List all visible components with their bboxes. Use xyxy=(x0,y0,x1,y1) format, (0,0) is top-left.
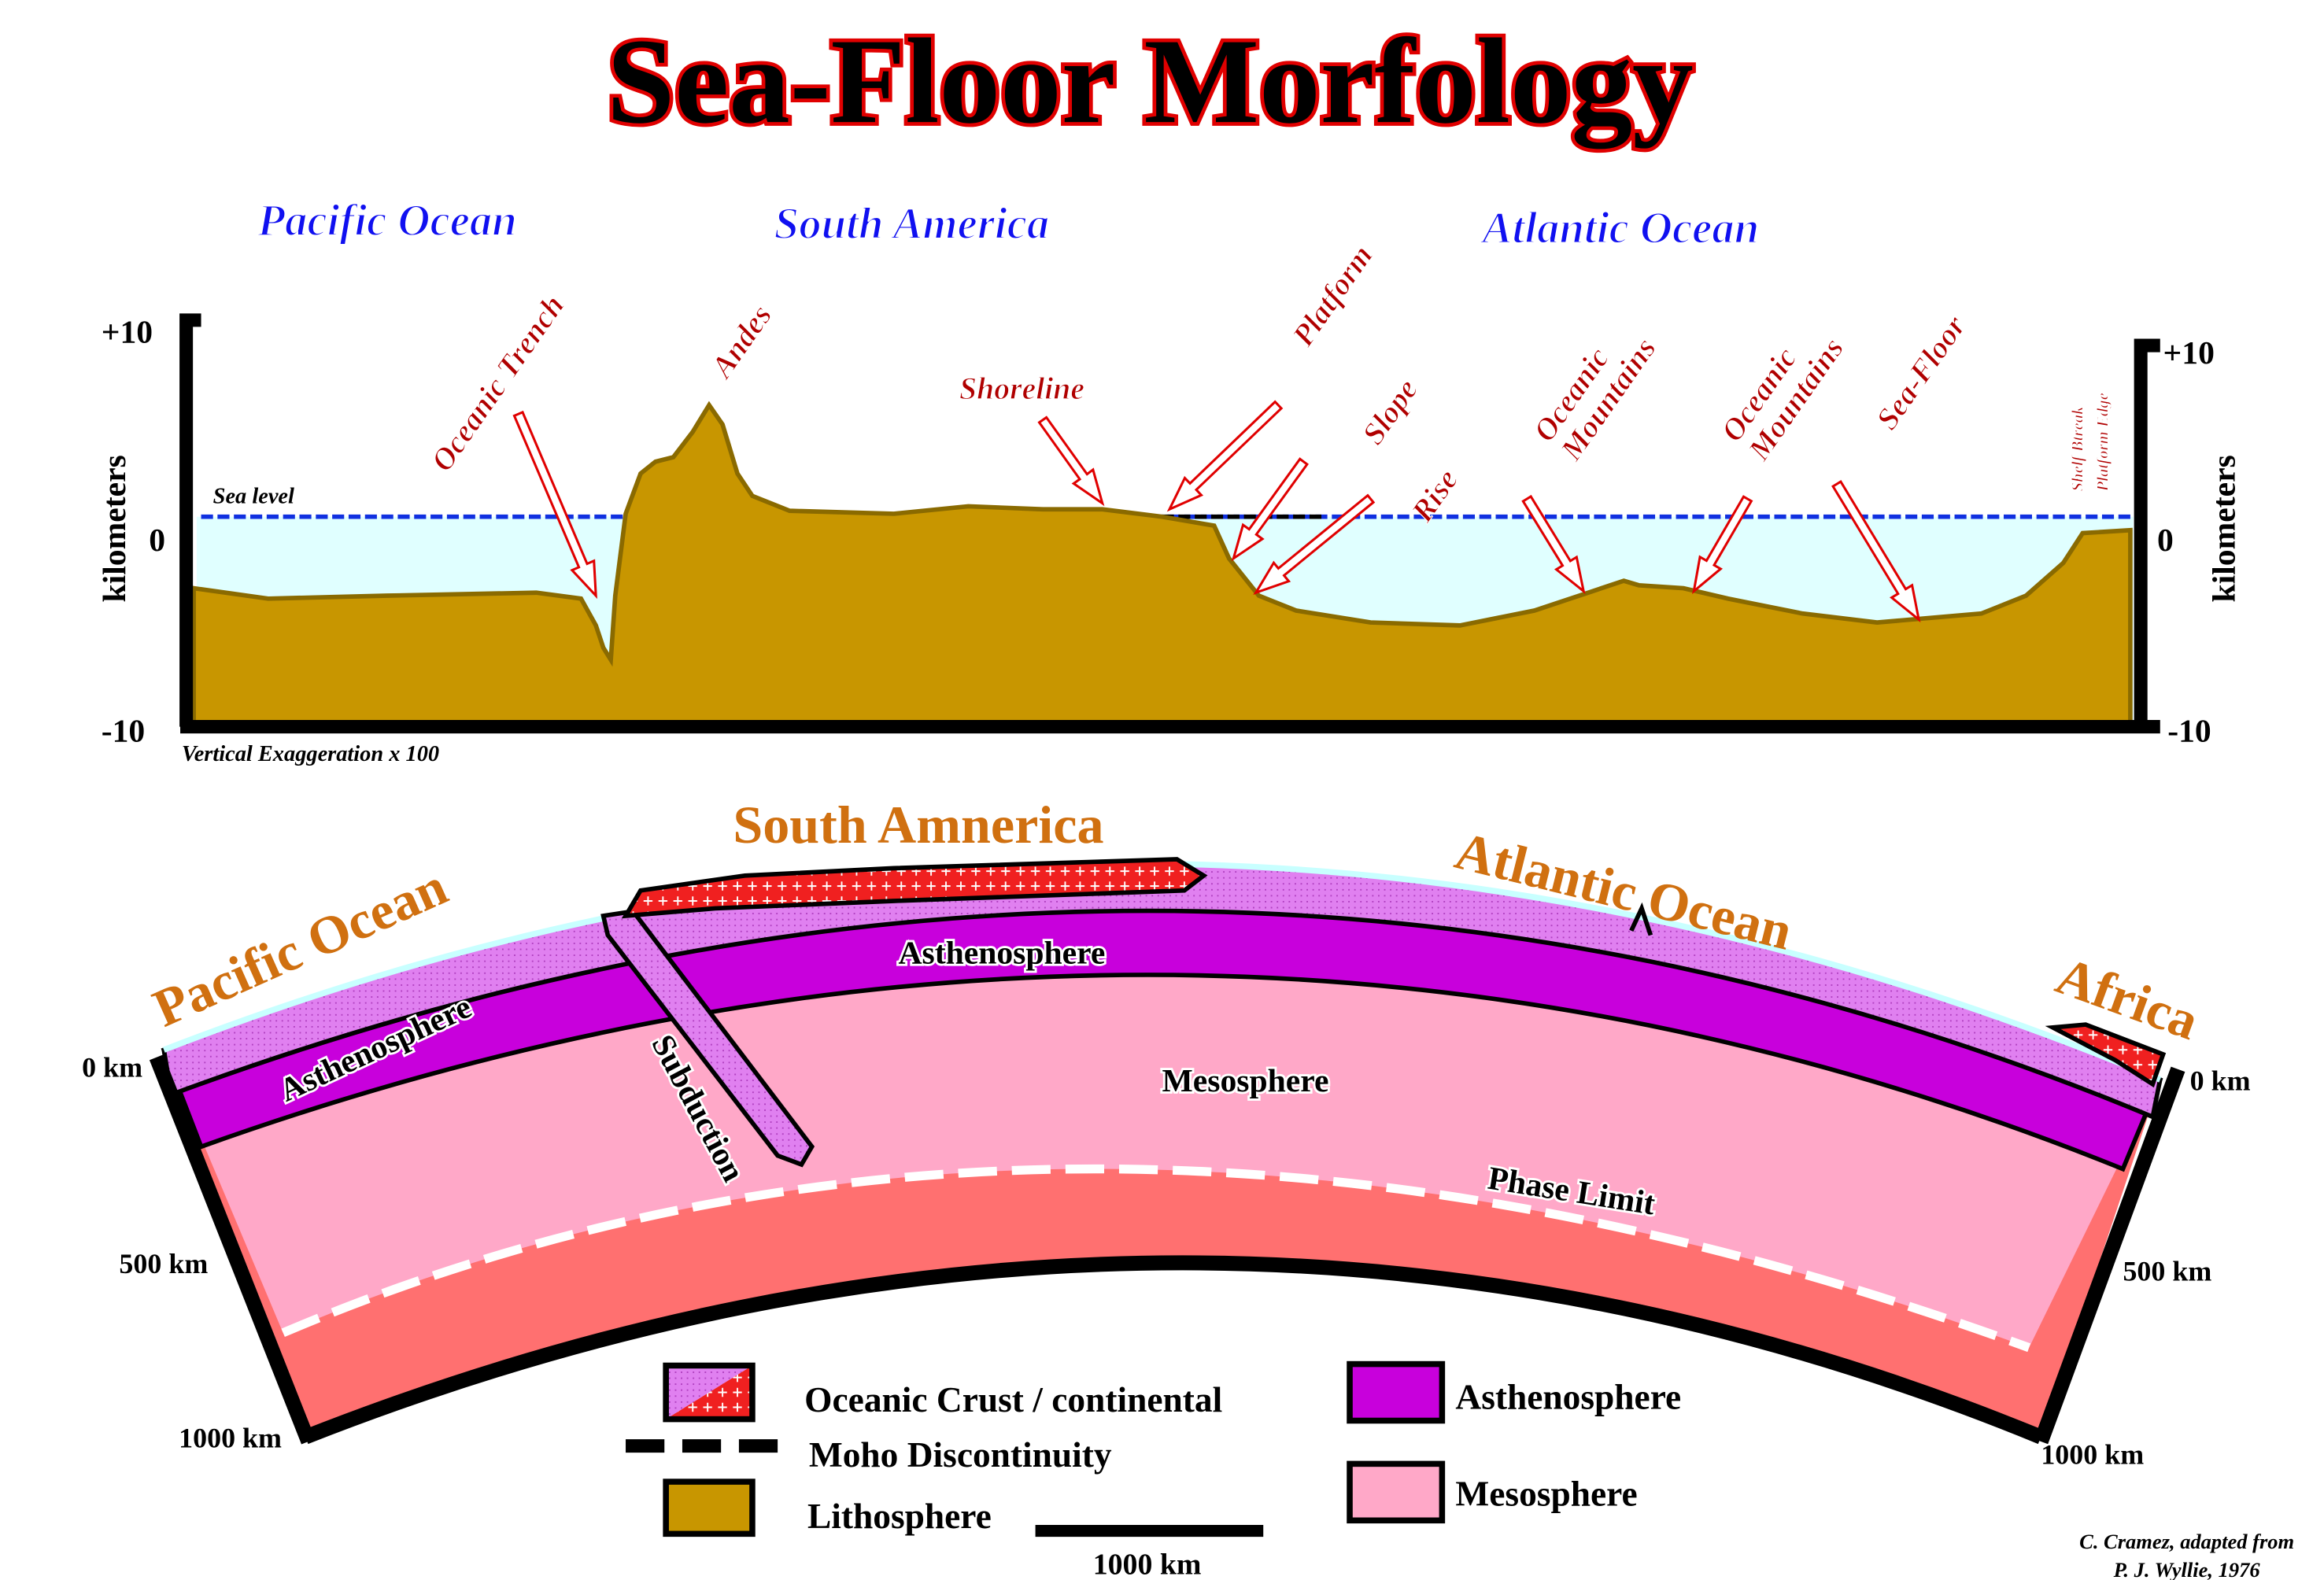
label-platform: Platform xyxy=(1285,238,1380,353)
label-andes: Andes xyxy=(703,298,778,386)
arrow-mountains-2 xyxy=(1692,495,1753,595)
arrow-trench xyxy=(512,410,597,600)
label-sea-floor: Sea-Floor xyxy=(1869,309,1972,436)
label-oceanic-mountains-2: OceanicMountains xyxy=(1714,312,1850,467)
label-shelf-break: Shelf Btreak xyxy=(2067,406,2086,492)
legend: Oceanic Crust / continental Moho Discont… xyxy=(626,1360,1681,1580)
legend-swatch-asthenosphere xyxy=(1347,1360,1446,1424)
lithosphere-profile xyxy=(191,401,2133,729)
depth-1000-left: 1000 km xyxy=(179,1423,282,1454)
arrow-mountains-1 xyxy=(1521,494,1586,595)
axis-label-right: kilometers xyxy=(2206,455,2242,602)
label-asthenosphere-center: Asthenosphere xyxy=(898,935,1105,971)
legend-label-mesosphere: Mesosphere xyxy=(1455,1474,1637,1513)
tick-left-zero: 0 xyxy=(149,522,165,559)
depth-500-left: 500 km xyxy=(119,1248,208,1279)
region-label-south-america: South America xyxy=(774,199,1050,249)
axis-label-left: kilometers xyxy=(97,455,133,602)
tick-right-top: +10 xyxy=(2163,335,2215,371)
depth-1000-right: 1000 km xyxy=(2041,1438,2144,1470)
section-left-edge xyxy=(149,1054,316,1445)
arrow-shoreline xyxy=(1037,415,1105,507)
tick-right-bottom: -10 xyxy=(2167,713,2211,749)
mid-atlantic-ridge xyxy=(1629,902,1653,936)
tick-left-bottom: -10 xyxy=(102,713,146,749)
label-slope: Slope xyxy=(1355,373,1424,451)
label-platform-edge: Platform Edge xyxy=(2093,393,2112,492)
scale-bar-label: 1000 km xyxy=(1093,1548,1202,1580)
credit-line-2: P. J. Wyllie, 1976 xyxy=(2113,1558,2261,1580)
continental-crust-south-america xyxy=(621,857,1208,919)
depth-500-right: 500 km xyxy=(2123,1256,2211,1287)
arrow-platform xyxy=(1166,400,1284,512)
sea-level-label: Sea level xyxy=(213,485,294,509)
profile-section: Pacific Ocean South America Atlantic Oce… xyxy=(97,195,2242,766)
cross-section: Pacific Ocean South Amnerica Atlantic Oc… xyxy=(82,795,2250,1470)
arrow-sea-floor xyxy=(1831,479,1921,623)
legend-label-lithosphere: Lithosphere xyxy=(807,1497,992,1536)
legend-swatch-mesosphere xyxy=(1347,1460,1446,1524)
depth-0-left: 0 km xyxy=(82,1051,142,1083)
tick-right-zero: 0 xyxy=(2157,522,2174,559)
label-oceanic-trench: Oceanic Trench xyxy=(424,289,571,478)
legend-swatch-lithosphere xyxy=(663,1478,756,1538)
section-bottom-edge xyxy=(302,1255,2044,1445)
legend-label-crust: Oceanic Crust / continental xyxy=(804,1380,1222,1419)
legend-label-asthenosphere: Asthenosphere xyxy=(1455,1377,1681,1416)
continental-crust-africa xyxy=(2045,1022,2167,1088)
region-label-atlantic: Atlantic Ocean xyxy=(1480,203,1760,253)
depth-0-right: 0 km xyxy=(2190,1065,2251,1096)
region-label-pacific: Pacific Ocean xyxy=(257,196,516,245)
right-axis xyxy=(2134,338,2160,733)
left-axis xyxy=(179,313,201,727)
tick-left-top: +10 xyxy=(102,314,153,350)
xs-label-south-america: South Amnerica xyxy=(733,795,1103,855)
label-shoreline: Shoreline xyxy=(959,371,1084,406)
label-mesosphere: Mesosphere xyxy=(1162,1063,1329,1099)
arrow-slope xyxy=(1231,457,1309,562)
page-title: Sea-Floor Morfology xyxy=(607,13,1694,149)
section-right-edge xyxy=(2034,1066,2185,1445)
credit-line-1: C. Cramez, adapted from xyxy=(2079,1530,2294,1553)
arrow-rise xyxy=(1253,493,1376,596)
exaggeration-note: Vertical Exaggeration x 100 xyxy=(182,742,439,766)
legend-swatch-crust xyxy=(663,1362,756,1423)
label-oceanic-mountains-1: OceanicMountains xyxy=(1526,312,1662,467)
legend-label-moho: Moho Discontinuity xyxy=(809,1435,1112,1475)
